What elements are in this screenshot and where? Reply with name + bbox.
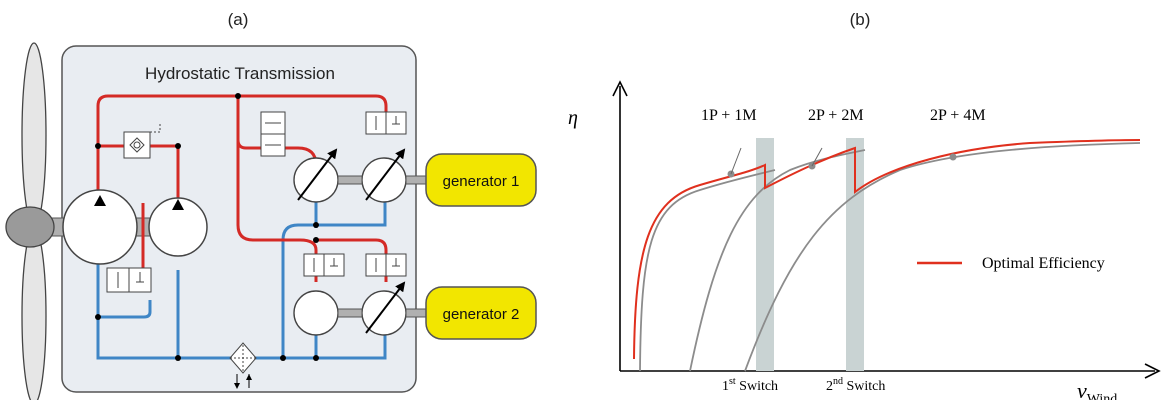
motor-1a: [293, 148, 339, 203]
check-valve: [123, 122, 161, 159]
rotor-hub: [5, 206, 55, 248]
legend-label: Optimal Efficiency: [982, 255, 1105, 272]
curve-2p-4m: [744, 142, 1141, 372]
generator-2-label: generator 2: [443, 306, 520, 323]
annotation-1p-1m: 1P + 1M: [701, 107, 757, 124]
valve-pump: [106, 267, 152, 293]
x-axis-label: vWind: [1077, 378, 1117, 400]
switch-band-2: [846, 138, 864, 371]
generator-1-label: generator 1: [443, 173, 520, 190]
valve-top-right: [365, 111, 407, 135]
rotor-blade-top: [21, 42, 47, 228]
switch-label-2: 2nd Switch: [826, 376, 885, 394]
optimal-efficiency-curve: [633, 139, 1141, 360]
high-pressure-lines: [96, 94, 388, 282]
switch-label-1: 1st Switch: [722, 376, 778, 394]
annotation-leaders: [730, 147, 823, 175]
axes: [612, 80, 1161, 379]
pump-1: [62, 189, 138, 265]
annotation-2p-4m: 2P + 4M: [930, 107, 986, 124]
x-axis-subscript: Wind: [1087, 392, 1118, 400]
valve-top-center: [260, 111, 286, 157]
y-axis-label: η: [568, 107, 578, 129]
transmission-title: Hydrostatic Transmission: [145, 64, 335, 83]
x-axis-symbol: v: [1077, 378, 1087, 400]
generator-2: generator 2: [425, 286, 537, 340]
valve-mid-right: [365, 253, 407, 277]
annotation-2p-2m: 2P + 2M: [808, 107, 864, 124]
curve-1p-1m: [639, 169, 776, 372]
generator-1: generator 1: [425, 153, 537, 207]
junction-dots: [95, 93, 319, 361]
pump-2: [148, 197, 208, 257]
heat-exchanger: [229, 342, 257, 389]
valve-mid-left: [303, 253, 345, 277]
panel-b-label: (b): [850, 10, 871, 29]
panel-a-label: (a): [228, 10, 249, 29]
motor-2a: [293, 290, 339, 336]
rotor-blade-bottom: [21, 227, 47, 400]
curve-2p-2m: [689, 149, 866, 372]
